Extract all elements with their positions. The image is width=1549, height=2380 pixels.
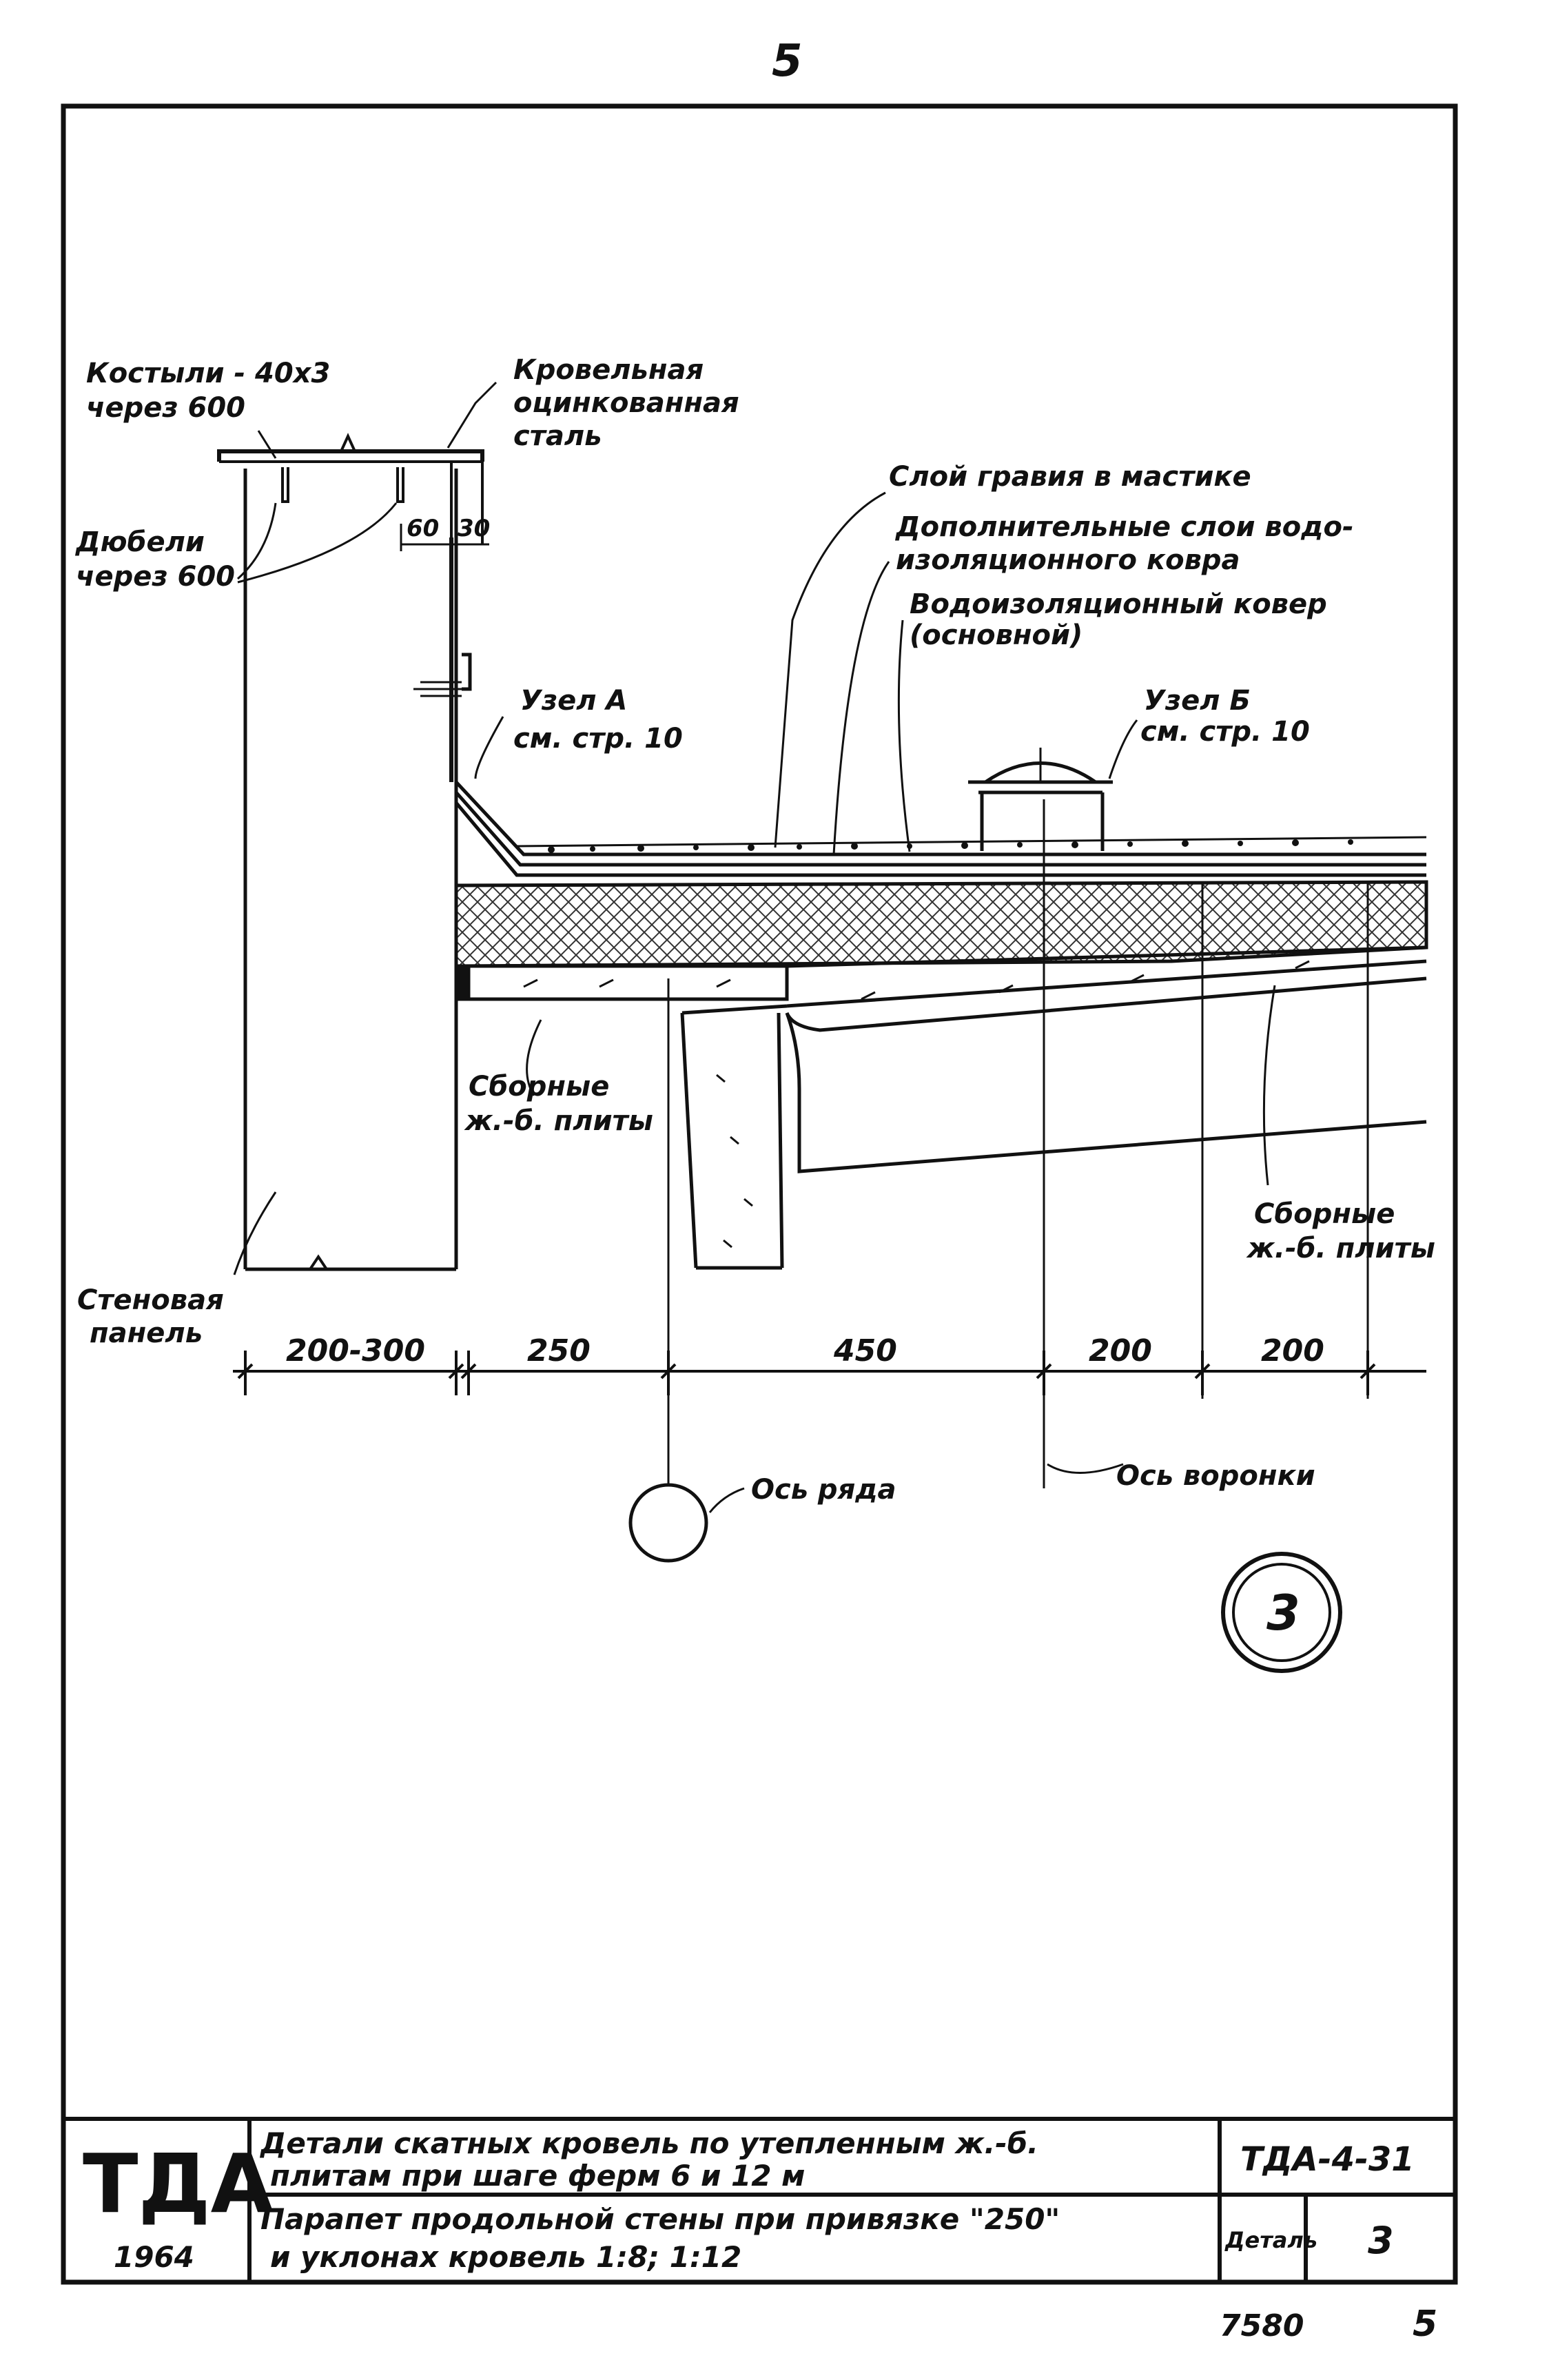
label-slabs-left-2: ж.-б. плиты: [464, 1105, 653, 1137]
dowels: [281, 467, 404, 503]
label-gravel: Слой гравия в мастике: [889, 461, 1251, 493]
title-block-subtitle-2: и уклонах кровель 1:8; 1:12: [270, 2240, 741, 2274]
detail-circle-number: 3: [1266, 1585, 1300, 1641]
label-slabs-right-2: ж.-б. плиты: [1246, 1233, 1435, 1264]
roof-membrane: [455, 781, 1427, 877]
title-block-code: ТДА-4-31: [1240, 2140, 1415, 2179]
label-slabs-left-1: Сборные: [469, 1071, 609, 1102]
label-funnel-axis: Ось воронки: [1116, 1460, 1315, 1492]
title-block-year: 1964: [114, 2240, 194, 2274]
wall-panel: [243, 469, 458, 1271]
detail-circle-outer: [1221, 1552, 1342, 1673]
dim-200-b: 200: [1261, 1333, 1324, 1368]
label-dubeli-step: через 600: [76, 561, 235, 593]
label-node-a-1: Узел А: [520, 685, 627, 717]
dim-200-a: 200: [1089, 1333, 1152, 1368]
parapet-cap: [217, 433, 484, 544]
label-extra-layers-1: Дополнительные слои водо-: [894, 511, 1354, 543]
label-roof-steel-1: Кровельная: [513, 354, 704, 386]
sheet-id: 7580: [1220, 2308, 1304, 2343]
insulation-layer: [454, 880, 1428, 968]
label-dubeli: Дюбели: [74, 526, 205, 558]
label-extra-layers-2: изоляционного ковра: [896, 544, 1240, 576]
dim-250: 250: [527, 1333, 591, 1368]
label-node-b-1: Узел Б: [1144, 685, 1251, 717]
label-node-a-2: см. стр. 10: [513, 723, 683, 755]
label-base-carpet-1: Водоизоляционный ковер: [910, 588, 1327, 620]
title-block-title-2: плитам при шаге ферм 6 и 12 м: [270, 2159, 805, 2193]
dim-450: 450: [833, 1333, 897, 1368]
label-slabs-right-1: Сборные: [1254, 1198, 1395, 1230]
label-kostyli: Костыли - 40х3: [86, 358, 330, 389]
precast-slab-left: [454, 964, 789, 1001]
label-wall-panel-1: Стеновая: [77, 1284, 224, 1316]
label-roof-steel-2: оцинкованная: [513, 387, 739, 419]
leader-lines: [233, 381, 1276, 1513]
dimension-line: [233, 1351, 1426, 1395]
dim-60: 60: [407, 515, 439, 542]
page-number-bottom: 5: [1413, 2304, 1437, 2345]
dim-30: 30: [458, 515, 490, 542]
detail-circle-inner: [1232, 1563, 1331, 1662]
label-row-axis: Ось ряда: [751, 1474, 896, 1506]
title-block-detail-number: 3: [1368, 2219, 1394, 2262]
label-node-b-2: см. стр. 10: [1140, 716, 1310, 748]
roof-funnel: [968, 748, 1113, 851]
title-block-title-1: Детали скатных кровель по утепленным ж.-…: [259, 2126, 1038, 2160]
truss-column: [680, 976, 1427, 1270]
label-base-carpet-2: (основной): [910, 619, 1083, 651]
title-block-subtitle-1: Парапет продольной стены при привязке "2…: [260, 2202, 1060, 2236]
wall-flashing: [413, 537, 472, 782]
title-block-detail-label: Деталь: [1224, 2227, 1317, 2253]
dimension-labels: 60 30 200-300 250 450 200 200: [286, 515, 1324, 1368]
row-axis-circle: [628, 1483, 708, 1563]
dim-200-300: 200-300: [286, 1333, 425, 1368]
label-wall-panel-2: панель: [90, 1317, 203, 1349]
title-block-frame: [63, 2117, 1455, 2282]
label-kostyli-step: через 600: [86, 392, 245, 424]
gravel-layer: [548, 839, 1353, 853]
cap-dimensions: [400, 524, 489, 551]
label-roof-steel-3: сталь: [513, 420, 602, 452]
sheet-frame: [61, 103, 1458, 2285]
precast-slab-right: [786, 945, 1427, 1008]
page-number-top: 5: [772, 36, 803, 87]
title-block-logo: ТДА: [83, 2136, 274, 2231]
annotation-labels: Костыли - 40х3 через 600 Кровельная оцин…: [74, 354, 1435, 1506]
